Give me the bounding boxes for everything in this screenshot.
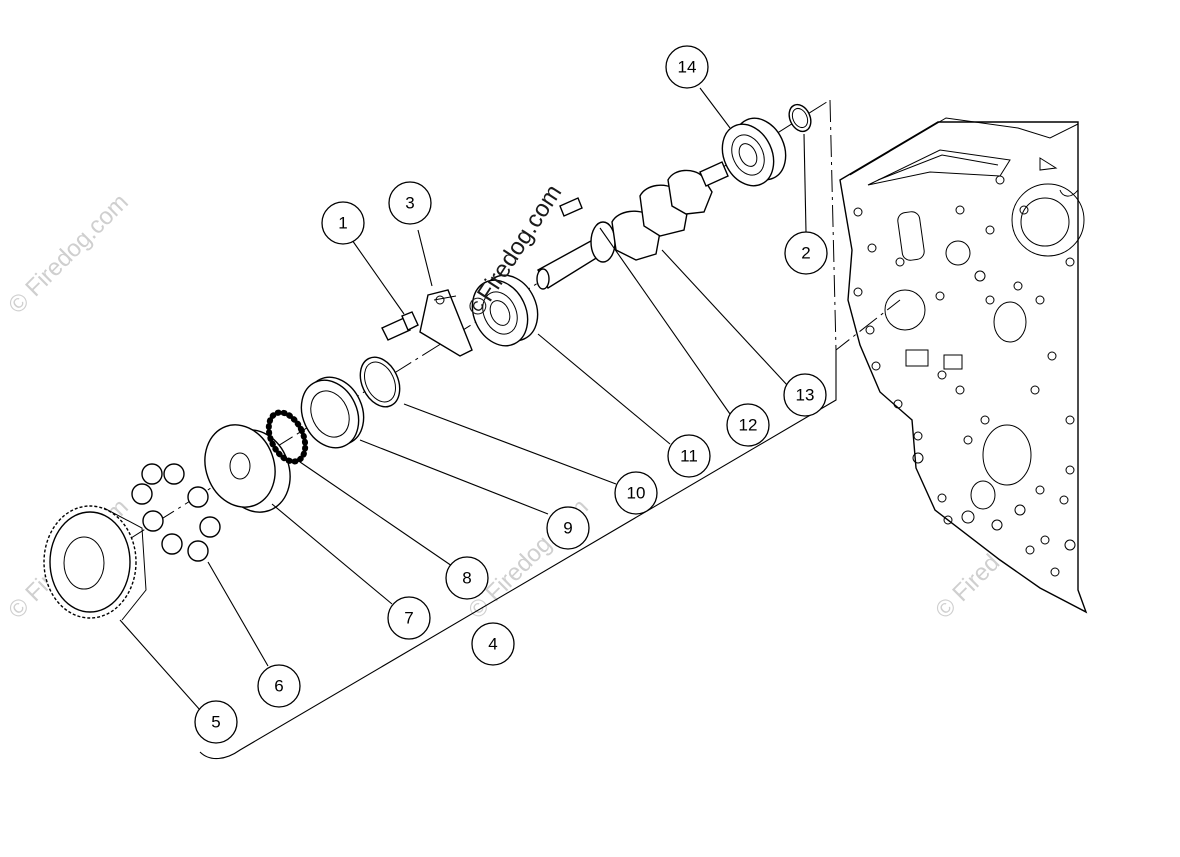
callout-11-label: 11	[680, 447, 698, 466]
camshaft	[536, 161, 729, 290]
callout-14-label: 14	[678, 58, 697, 77]
callout-3-label: 3	[405, 194, 414, 213]
steel-balls	[131, 463, 221, 562]
callout-14: 14	[665, 45, 709, 89]
callout-6-label: 6	[274, 677, 283, 696]
callout-7: 7	[387, 596, 431, 640]
callout-4-label: 4	[488, 635, 497, 654]
retainer-plate	[419, 289, 473, 357]
callout-1-label: 1	[338, 214, 347, 233]
callout-1: 1	[321, 201, 365, 245]
callout-5: 5	[194, 700, 238, 744]
woodruff-key	[559, 197, 583, 217]
leader-lines	[119, 87, 837, 760]
callout-2: 2	[784, 231, 828, 275]
callout-3: 3	[388, 181, 432, 225]
circlip	[788, 103, 812, 133]
ball-retainer	[265, 409, 309, 465]
callout-6: 6	[257, 664, 301, 708]
callout-5-label: 5	[211, 713, 220, 732]
callout-12-label: 12	[739, 416, 758, 435]
callout-10-label: 10	[627, 484, 646, 503]
callout-11: 11	[667, 434, 711, 478]
callout-2-label: 2	[801, 244, 810, 263]
front-bearing	[471, 274, 539, 347]
watermark-left: © Firedog.com	[3, 189, 134, 320]
block-bolt-holes	[853, 175, 1076, 577]
callout-13-label: 13	[796, 386, 815, 405]
callout-7-label: 7	[404, 609, 413, 628]
callout-4: 4	[471, 622, 515, 666]
oil-seal	[300, 376, 365, 449]
camshaft-gear	[43, 505, 147, 621]
engine-block	[839, 117, 1088, 614]
callout-12: 12	[726, 403, 770, 447]
bolt	[381, 311, 419, 341]
callout-9-label: 9	[563, 519, 572, 538]
callout-13: 13	[783, 373, 827, 417]
callout-9: 9	[546, 506, 590, 550]
callout-8-label: 8	[462, 569, 471, 588]
callout-8: 8	[445, 556, 489, 600]
callout-10: 10	[614, 471, 658, 515]
rear-bearing	[721, 117, 787, 187]
group-bracket	[199, 350, 837, 760]
thrust-plate	[204, 424, 291, 513]
snap-ring	[359, 356, 401, 408]
